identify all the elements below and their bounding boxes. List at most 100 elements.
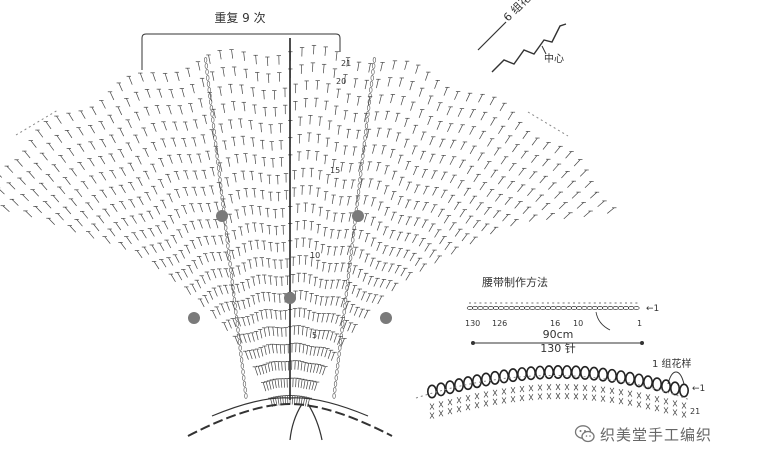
stitch-mark [275, 226, 277, 236]
stitch-mark [376, 221, 381, 231]
stitch-mark [382, 245, 387, 255]
stitch-mark [454, 202, 460, 211]
stitch-mark [191, 283, 197, 293]
stitch-mark [246, 223, 249, 233]
chain-stitch [518, 306, 526, 310]
stitch-mark [161, 200, 167, 209]
chain-stitch [211, 117, 215, 123]
stitch-mark [101, 100, 106, 109]
chain-stitch [212, 129, 216, 135]
stitch-mark [256, 312, 259, 322]
stitch-mark [232, 137, 236, 147]
chain-stitch [366, 111, 370, 117]
stitch-mark [78, 143, 85, 152]
stitch-mark [310, 293, 312, 303]
stitch-mark [238, 334, 243, 344]
stitch-mark [443, 215, 450, 224]
stitch-mark [310, 221, 313, 231]
stitch-mark [308, 310, 310, 320]
chain-stitch [336, 357, 341, 363]
chain-stitch [360, 159, 364, 165]
stitch-mark [253, 222, 256, 232]
stitch-mark [306, 380, 309, 390]
stitch-mark [249, 259, 252, 269]
stitch-mark [157, 225, 162, 234]
stitch-mark [542, 158, 549, 167]
stitch-mark [324, 348, 328, 358]
stitch-mark [261, 223, 263, 233]
stitch-mark [330, 331, 334, 341]
stitch-mark [303, 220, 306, 230]
stitch-mark [242, 171, 245, 181]
stitch-mark [446, 106, 451, 116]
stitch-mark [204, 295, 209, 304]
stitch-mark [141, 230, 147, 239]
edge-loop [453, 378, 464, 393]
chain-stitch [220, 195, 224, 201]
stitch-mark [354, 78, 357, 88]
stitch-mark [337, 89, 340, 99]
stitch-mark [110, 153, 116, 162]
stitch-mark [274, 259, 276, 269]
stitch-mark [607, 207, 615, 214]
chain-stitch [628, 306, 635, 310]
stitch-mark [263, 157, 265, 167]
chain-stitch [348, 261, 352, 267]
stitch-mark [316, 80, 319, 90]
stitch-mark [135, 112, 141, 121]
stitch-mark [483, 391, 489, 398]
stitch-mark [119, 127, 125, 137]
edge-loop [498, 369, 509, 384]
stitch-mark [427, 116, 432, 126]
stitch-mark [418, 88, 423, 97]
chain-stitch [341, 321, 345, 327]
chain-stitch [210, 111, 214, 117]
stitch-mark [343, 320, 348, 329]
stitch-mark [501, 388, 507, 395]
chain-stitch [244, 393, 248, 399]
edge-loop [462, 376, 473, 391]
chain-stitch [346, 279, 350, 285]
stitch-mark [391, 171, 396, 180]
stitch-mark [415, 64, 419, 74]
chain-stitch [239, 351, 243, 357]
chain-stitch [369, 81, 374, 87]
stitch-num-130: 130 [465, 319, 480, 328]
stitch-mark [359, 249, 363, 259]
chain-stitch [214, 141, 218, 147]
stitch-mark [270, 192, 272, 202]
stitch-mark [412, 125, 417, 134]
stitch-mark [310, 168, 313, 178]
tie-right [307, 403, 323, 441]
stitch-mark [319, 116, 321, 126]
stitch-mark [554, 146, 561, 154]
stitch-mark [563, 212, 571, 220]
stitch-mark [230, 194, 233, 204]
chain-stitch [472, 306, 479, 310]
chain-stitch [487, 306, 494, 310]
stitch-mark [449, 222, 455, 231]
stitch-mark [520, 150, 527, 159]
stitch-mark [196, 280, 202, 289]
stitch-mark [220, 123, 223, 133]
stitch-mark [163, 221, 169, 230]
stitch-mark [40, 182, 48, 191]
stitch-mark [309, 274, 311, 284]
stitch-mark [135, 92, 140, 101]
stitch-mark [239, 226, 243, 236]
stitch-mark [406, 181, 411, 191]
stitch-mark [80, 110, 86, 119]
stitch-mark [281, 361, 283, 371]
stitch-mark [251, 205, 254, 215]
stitch-mark [465, 403, 471, 411]
center-pointer [541, 45, 547, 55]
chain-stitch [242, 375, 246, 381]
chain-stitch [529, 306, 536, 310]
stitch-mark [379, 94, 382, 104]
stitch-mark [168, 193, 173, 203]
stitch-mark [243, 51, 245, 61]
stitch-mark [388, 263, 393, 273]
stitch-mark [391, 283, 397, 292]
stitch-mark [413, 201, 419, 210]
